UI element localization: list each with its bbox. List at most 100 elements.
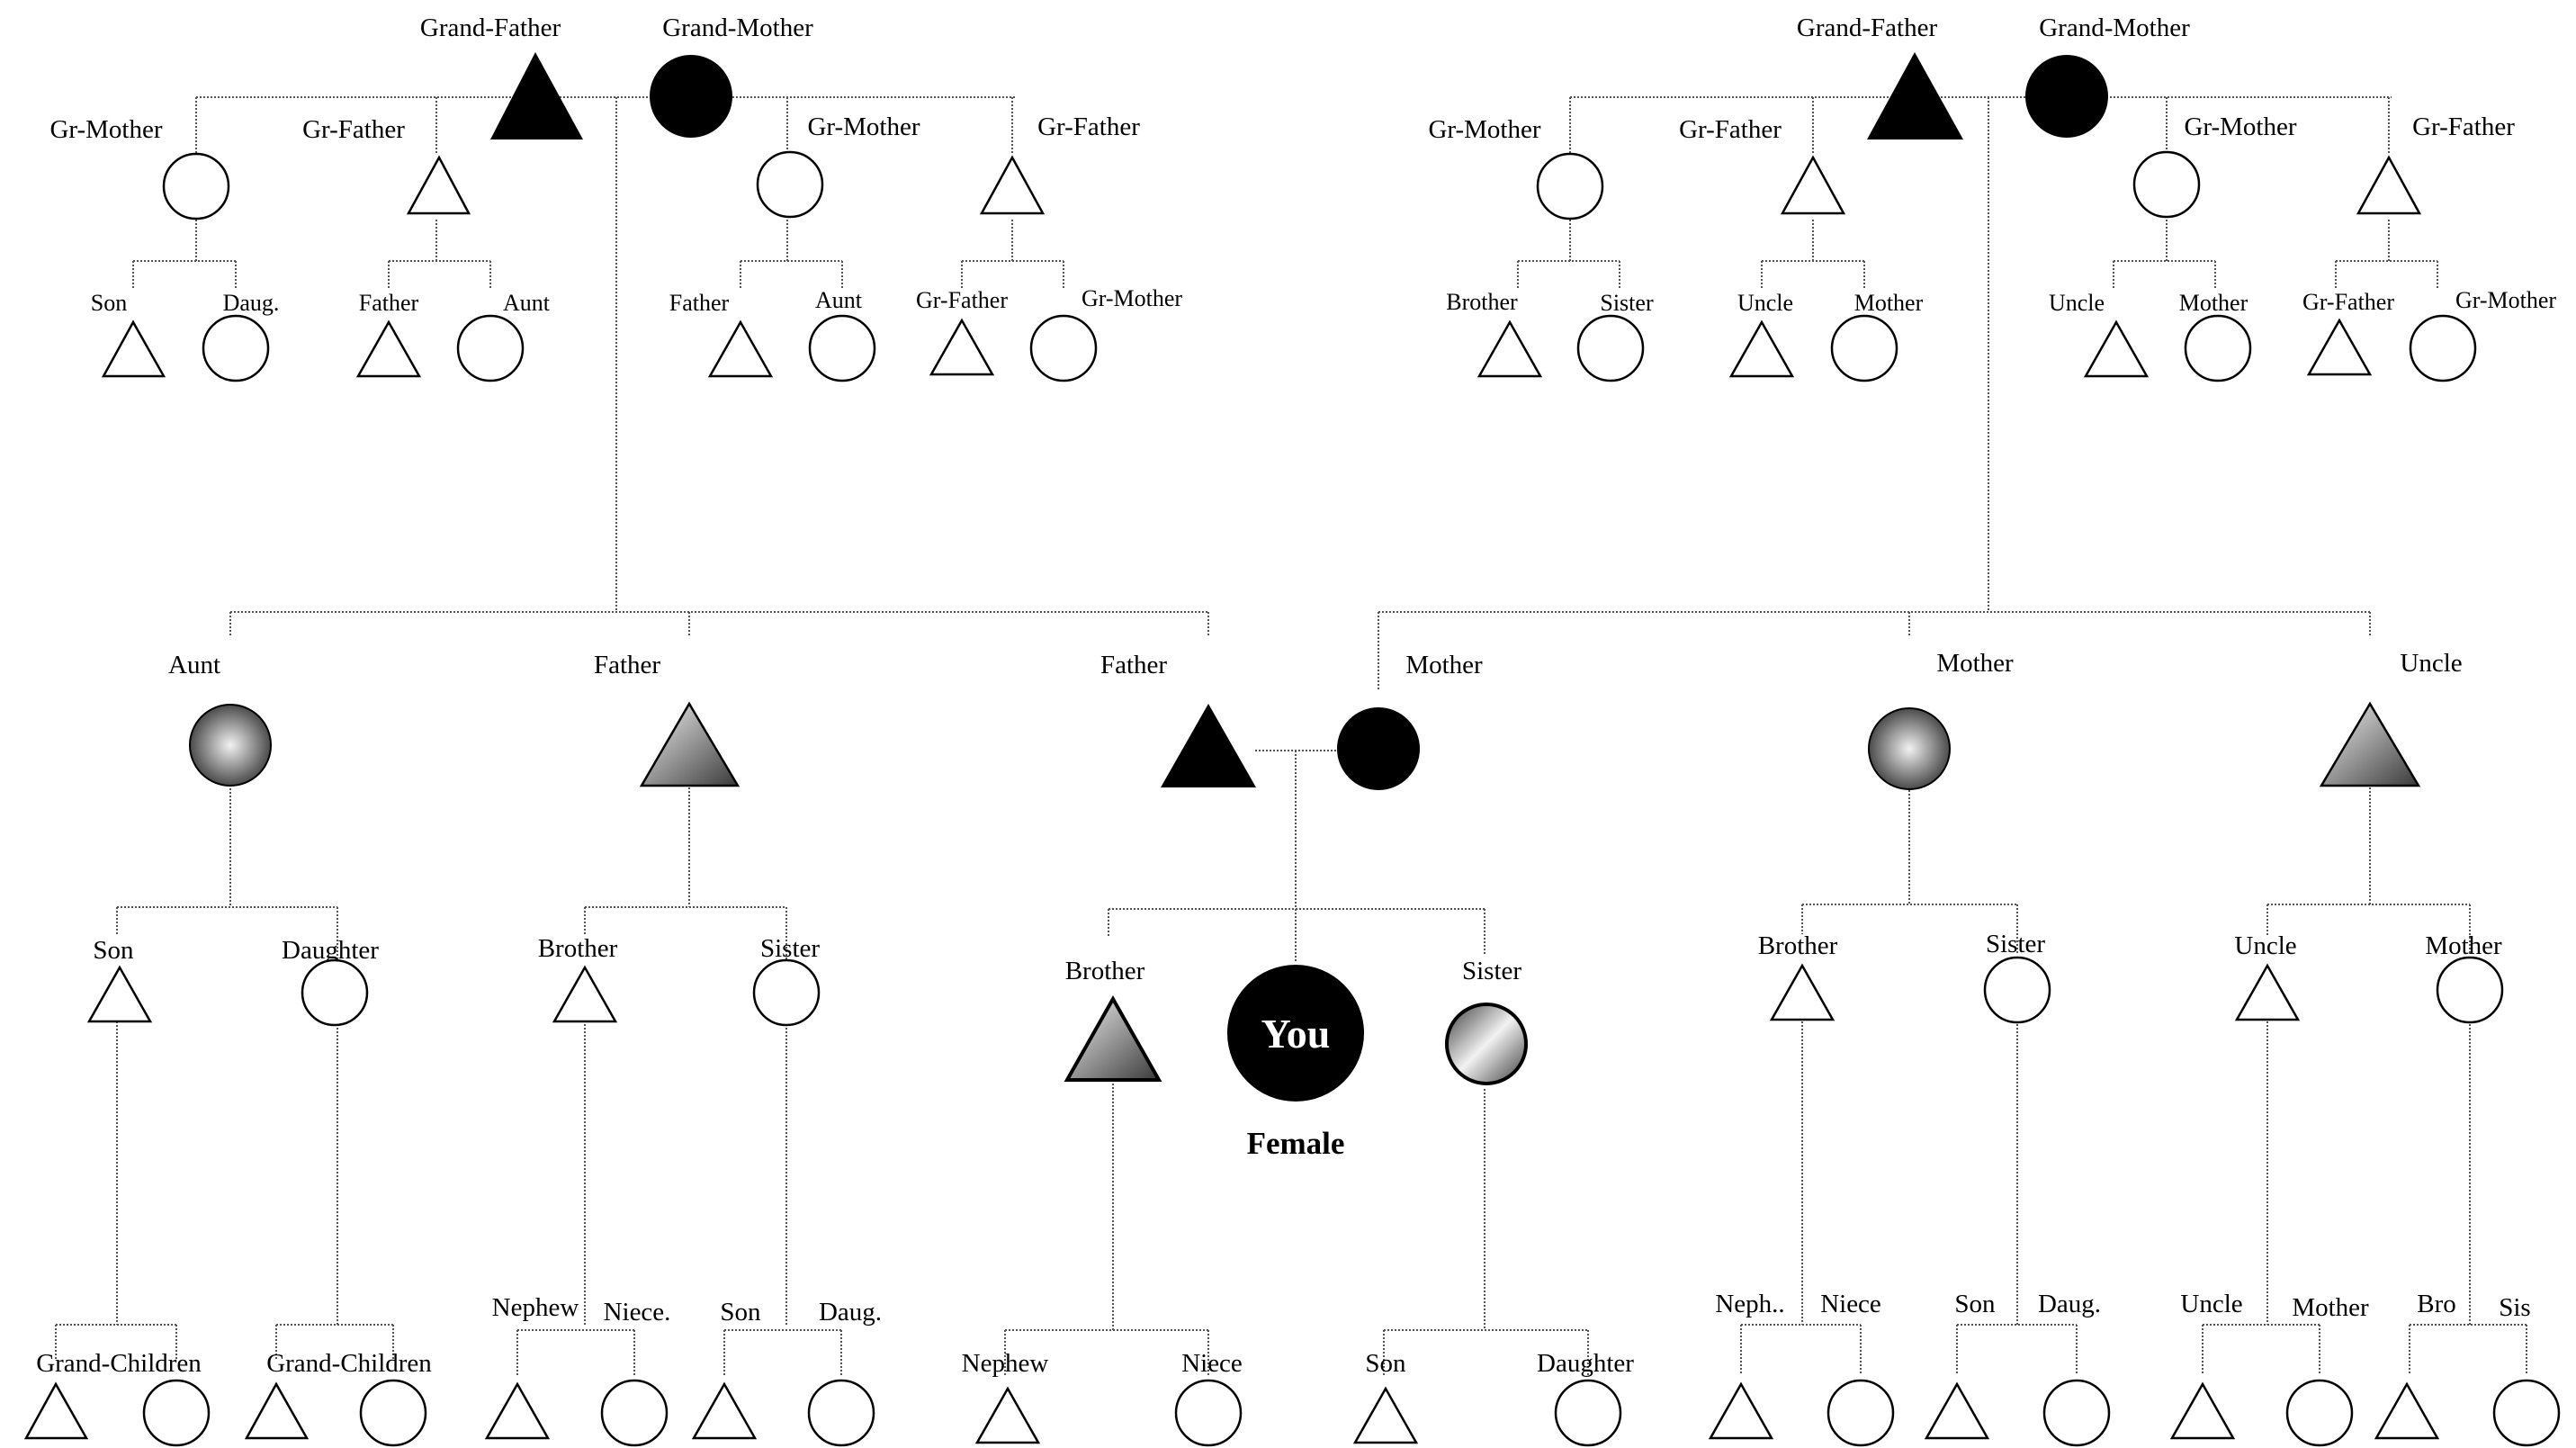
pg-branch2-child2-symbol	[456, 314, 525, 382]
father-sibling-child1-symbol	[552, 965, 618, 1023]
ego-brother-child1-symbol	[974, 1386, 1041, 1444]
pg-branch3-child1-label: Father	[669, 290, 730, 316]
pg-branch3-child1-symbol	[707, 319, 774, 378]
uncle-symbol	[2319, 701, 2421, 787]
ms-brother-child2-label: Niece	[1820, 1290, 1881, 1318]
ego-siblings: Brother You Female Sister	[1064, 957, 1528, 1161]
uncle-child1-label: Uncle	[2234, 931, 2296, 960]
u-uncle-child1-label: Uncle	[2180, 1290, 2242, 1318]
pg-branch4-child1-symbol	[929, 318, 995, 376]
ego-symbol	[1227, 965, 1364, 1102]
son-grandchild1-symbol	[23, 1381, 89, 1440]
pg-branch3-child2-label: Aunt	[815, 287, 863, 313]
maternal-grandfather-symbol	[1867, 52, 1963, 139]
pg-branch4-symbol	[979, 155, 1046, 215]
mg-branch1-child2-symbol	[1576, 314, 1645, 382]
uncle-child1-symbol	[2234, 963, 2301, 1021]
mg-branch2-child2-label: Mother	[1854, 290, 1924, 316]
connector-lines	[55, 96, 2527, 1375]
fs-brother-child2-symbol	[600, 1379, 669, 1447]
mother-sibling-child2-label: Sister	[1986, 930, 2045, 958]
mg-branch3-child1-label: Uncle	[2049, 290, 2105, 316]
mg-branch4-child1-label: Gr-Father	[2302, 289, 2394, 315]
father-sibling-child2-label: Sister	[760, 934, 820, 963]
mg-branch4-child2-symbol	[2409, 314, 2477, 382]
pg-branch2-child1-symbol	[355, 319, 422, 378]
u-mother-child1-symbol	[2374, 1381, 2440, 1440]
mg-branch4-symbol	[2356, 155, 2422, 215]
pg-branch2-symbol	[406, 155, 471, 215]
ego-brother-label: Brother	[1065, 957, 1145, 985]
mg-branch2-label: Gr-Father	[1679, 115, 1782, 144]
mg-branch4-child1-symbol	[2306, 318, 2373, 376]
fs-sister-child1-symbol	[691, 1381, 758, 1440]
maternal-grandmother-symbol	[2025, 55, 2108, 138]
parents-generation: Aunt Father Father Mother Mother Uncle	[168, 649, 2463, 790]
mg-branch3-child1-symbol	[2083, 319, 2150, 378]
paternal-grandparents: Grand-Father Grand-Mother Gr-Mother Son …	[49, 13, 1182, 382]
pg-branch2-label: Gr-Father	[302, 115, 405, 144]
pg-branch1-child2-symbol	[202, 314, 270, 382]
u-mother-child1-label: Bro	[2417, 1290, 2456, 1318]
mg-branch4-label: Gr-Father	[2412, 112, 2515, 141]
daughter-grandchild1-symbol	[244, 1381, 310, 1440]
fs-sister-child2-label: Daug.	[819, 1298, 882, 1327]
mother-sibling-child1-label: Brother	[1758, 931, 1838, 960]
mg-branch1-child2-label: Sister	[1600, 290, 1654, 316]
maternal-grandmother-label: Grand-Mother	[2039, 13, 2190, 42]
father-symbol	[1161, 704, 1256, 787]
mg-branch2-child1-symbol	[1728, 319, 1795, 378]
fs-sister-child2-symbol	[807, 1379, 875, 1447]
maternal-grandparents: Grand-Father Grand-Mother Gr-Mother Brot…	[1428, 13, 2556, 382]
ego-sister-child2-label: Daughter	[1537, 1349, 1634, 1378]
ms-sister-child2-label: Daug.	[2038, 1290, 2101, 1318]
u-uncle-child2-label: Mother	[2292, 1293, 2369, 1322]
fs-brother-child1-label: Nephew	[492, 1293, 579, 1322]
pg-branch1-label: Gr-Mother	[49, 115, 162, 144]
ms-sister-child2-symbol	[2042, 1379, 2111, 1447]
ego-sister-child1-label: Son	[1365, 1349, 1406, 1378]
ego-brother-child1-label: Nephew	[962, 1349, 1049, 1378]
aunt-child1-symbol	[86, 965, 153, 1023]
pg-branch1-symbol	[162, 152, 230, 220]
ms-sister-child1-label: Son	[1954, 1290, 1996, 1318]
mg-branch3-child2-symbol	[2184, 314, 2252, 382]
father-sibling-child1-label: Brother	[538, 934, 618, 963]
pg-branch2-child1-label: Father	[359, 290, 419, 316]
ego-brother-child2-label: Niece	[1181, 1349, 1243, 1378]
pg-branch4-child2-label: Gr-Mother	[1082, 285, 1182, 311]
mg-branch3-symbol	[2132, 150, 2201, 219]
mother-sibling-label: Mother	[1936, 649, 2014, 678]
paternal-grandmother-symbol	[650, 55, 732, 138]
pg-branch4-child1-label: Gr-Father	[916, 287, 1008, 313]
pg-branch2-child2-label: Aunt	[503, 290, 551, 316]
son-grandchildren-label: Grand-Children	[36, 1349, 202, 1378]
maternal-grandfather-label: Grand-Father	[1797, 13, 1938, 42]
pg-branch1-child1-symbol	[101, 319, 166, 378]
ego-sister-child2-symbol	[1554, 1379, 1622, 1447]
mother-label: Mother	[1405, 651, 1483, 679]
uncle-label: Uncle	[2400, 649, 2462, 678]
father-sibling-symbol	[639, 701, 740, 787]
aunt-child2-symbol	[301, 958, 369, 1027]
pg-branch3-label: Gr-Mother	[807, 112, 920, 141]
mg-branch1-child1-label: Brother	[1446, 289, 1518, 315]
ms-sister-child1-symbol	[1924, 1381, 1990, 1440]
ego-brother-symbol	[1064, 994, 1162, 1082]
u-mother-child2-symbol	[2492, 1379, 2561, 1447]
ego-gender-label: Female	[1247, 1126, 1345, 1161]
ms-brother-child2-symbol	[1827, 1379, 1895, 1447]
aunt-symbol	[189, 704, 272, 787]
mg-branch3-label: Gr-Mother	[2184, 112, 2296, 141]
ego-brother-child2-symbol	[1174, 1379, 1243, 1447]
u-uncle-child1-symbol	[2169, 1381, 2236, 1440]
father-sibling-child2-symbol	[752, 958, 821, 1027]
ms-brother-child1-label: Neph..	[1715, 1290, 1784, 1318]
ego-name: You	[1261, 1011, 1331, 1057]
mother-symbol	[1337, 707, 1420, 790]
mg-branch1-symbol	[1536, 152, 1604, 220]
mg-branch1-label: Gr-Mother	[1428, 115, 1540, 144]
u-uncle-child2-symbol	[2285, 1379, 2354, 1447]
mg-branch2-symbol	[1780, 155, 1846, 215]
pg-branch1-child1-label: Son	[91, 290, 127, 316]
